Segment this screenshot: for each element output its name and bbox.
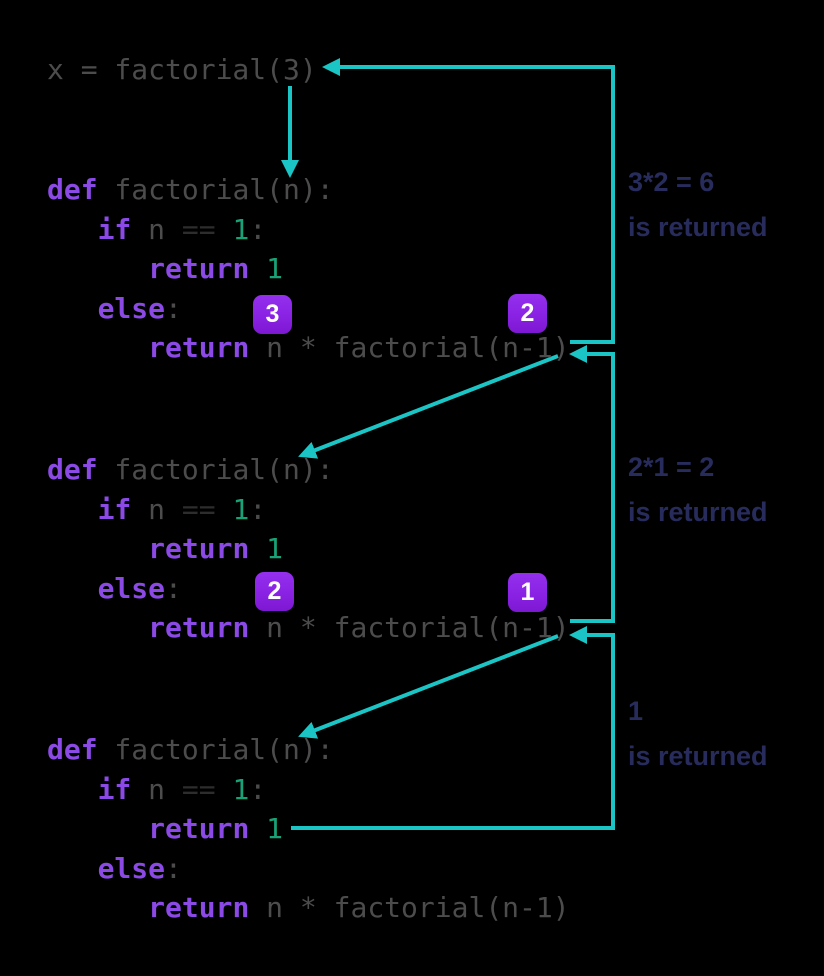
code-token-op: == [181,492,216,526]
code-token-pl [47,292,98,325]
code-token-pl: factorial(n): [97,173,334,206]
code-token-num: 1 [266,252,284,285]
code-token-pl: : [165,291,182,325]
code-token-pl [47,812,148,845]
factorial-code-block-3: def factorial(n): if n == 1: return 1 el… [47,730,570,928]
code-token-pl: n [131,212,182,246]
annotation-note: is returned [628,212,768,242]
return-annotation: 2*1 = 2 is returned [628,445,768,535]
annotation-note: is returned [628,741,768,771]
code-token-pl: factorial(n): [97,453,334,486]
code-token-kw: else [97,571,166,605]
code-token-num: 1 [266,812,284,845]
code-token-pl: n * factorial(n-1) [249,611,570,644]
n-value-badge: 3 [253,295,292,334]
code-line: else: [47,569,570,609]
code-token-num: 1 [232,492,250,526]
code-token-pl [47,252,148,285]
code-line: else: [47,289,570,329]
return-arrow-middle [569,345,615,623]
code-token-pl [249,532,266,565]
code-line: if n == 1: [47,770,570,810]
code-token-kw: return [148,611,250,644]
code-token-pl [47,493,98,526]
return-annotation: 1 is returned [628,689,768,779]
n-value-badge: 2 [255,572,294,611]
code-token-kw: return [148,812,250,845]
code-token-pl [47,331,148,364]
code-token-kw: if [97,492,132,526]
code-token-pl: n * factorial(n-1) [249,891,570,924]
annotation-result: 2*1 = 2 [628,452,715,482]
code-line: return 1 [47,529,570,569]
code-token-pl: : [249,772,267,806]
code-token-pl [47,532,148,565]
code-token-kw: if [97,212,132,246]
code-line: return n * factorial(n-1) [47,328,570,368]
code-token-kw: return [148,532,250,565]
annotation-result: 1 [628,696,644,726]
code-token-pl [216,493,233,526]
code-line: return n * factorial(n-1) [47,888,570,928]
annotation-note: is returned [628,497,768,527]
code-line: def factorial(n): [47,450,570,490]
code-token-pl: : [249,212,267,246]
code-token-kw: return [148,331,250,364]
code-token-pl [47,852,98,885]
code-token-pl: n [131,492,182,526]
code-token-op: == [181,772,216,806]
call-line-code: x = factorial(3) [47,50,317,90]
code-line: if n == 1: [47,490,570,530]
code-line: def factorial(n): [47,170,570,210]
code-line: return n * factorial(n-1) [47,608,570,648]
code-token-kw: if [97,772,132,806]
code-token-kw: def [47,453,98,486]
code-line: return 1 [47,249,570,289]
recursive-call-arrow-2 [298,634,559,739]
code-token-kw: def [47,733,98,766]
code-line: else: [47,849,570,889]
code-token-pl: factorial(n): [97,733,334,766]
code-token-pl [249,812,266,845]
code-token-pl [47,611,148,644]
code-token-pl: n * factorial(n-1) [249,331,570,364]
code-line: if n == 1: [47,210,570,250]
n-value-badge: 1 [508,573,547,612]
code-token-num: 1 [232,772,250,806]
code-token-pl [249,252,266,285]
annotation-result: 3*2 = 6 [628,167,715,197]
code-token-pl [47,213,98,246]
n-value-badge: 2 [508,294,547,333]
code-token-kw: return [148,891,250,924]
return-annotation: 3*2 = 6 is returned [628,160,768,250]
code-token-kw: else [97,851,166,885]
code-token-pl: x = factorial(3) [47,53,317,86]
recursive-call-arrow-1 [298,354,559,459]
code-token-pl [216,213,233,246]
code-token-op: == [181,212,216,246]
code-line: def factorial(n): [47,730,570,770]
code-token-pl: : [249,492,267,526]
code-token-kw: return [148,252,250,285]
code-token-kw: else [97,291,166,325]
code-token-pl: : [165,571,182,605]
code-token-pl [47,572,98,605]
factorial-code-block-2: def factorial(n): if n == 1: return 1 el… [47,450,570,648]
code-token-pl [47,891,148,924]
code-token-pl: n [131,772,182,806]
code-token-pl [216,773,233,806]
code-token-num: 1 [232,212,250,246]
code-token-num: 1 [266,532,284,565]
code-line: return 1 [47,809,570,849]
code-token-pl: : [165,851,182,885]
code-token-kw: def [47,173,98,206]
code-token-pl [47,773,98,806]
factorial-code-block-1: def factorial(n): if n == 1: return 1 el… [47,170,570,368]
